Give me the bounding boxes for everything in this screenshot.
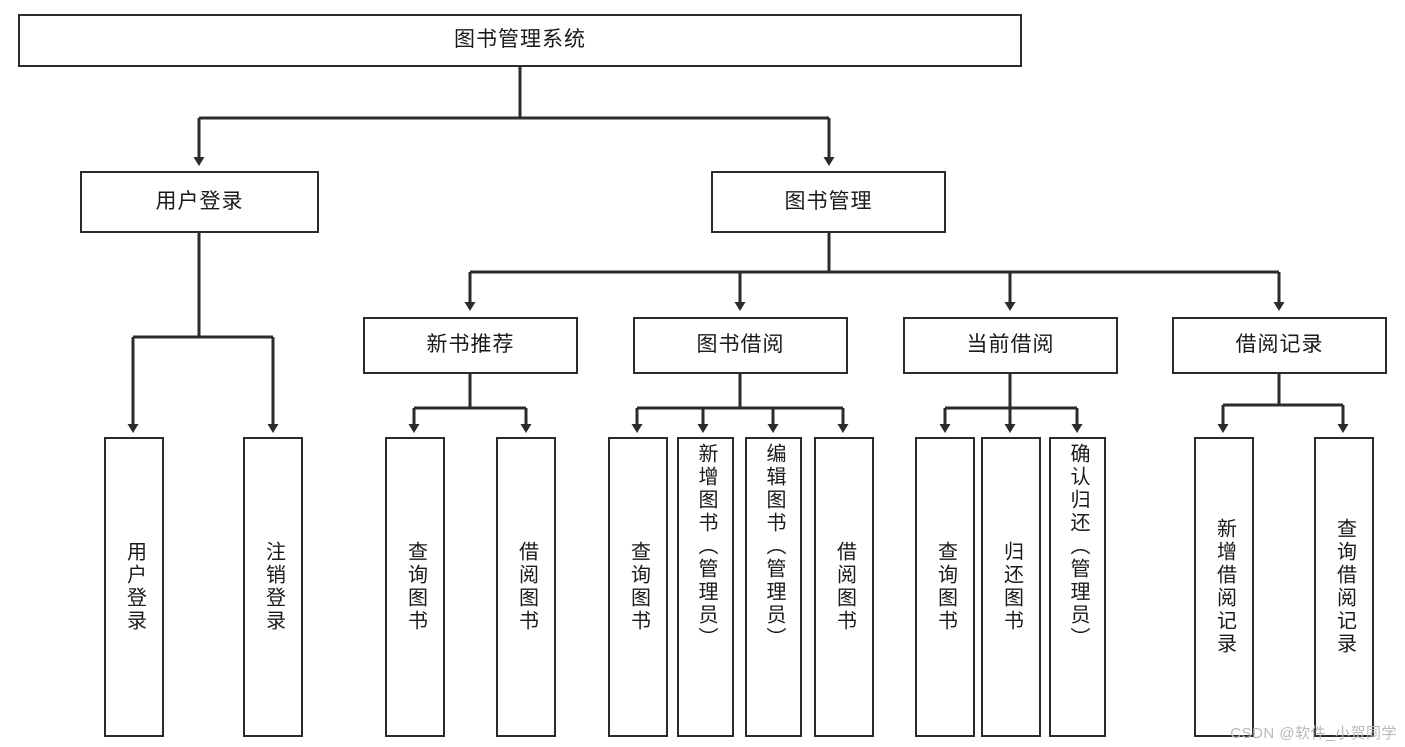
- node-new-book-recommend[interactable]: 新书推荐: [363, 317, 578, 374]
- node-leaf-user-login-label: 用户登录: [123, 541, 146, 633]
- node-leaf-query-book-2[interactable]: 查询图书: [608, 437, 668, 737]
- node-leaf-add-book[interactable]: 新增图书（管理员）: [677, 437, 734, 737]
- node-leaf-user-logout[interactable]: 注销登录: [243, 437, 303, 737]
- node-leaf-query-record-label: 查询借阅记录: [1333, 518, 1356, 656]
- node-leaf-add-record[interactable]: 新增借阅记录: [1194, 437, 1254, 737]
- node-root[interactable]: 图书管理系统: [18, 14, 1022, 67]
- node-leaf-query-book-3-label: 查询图书: [934, 541, 957, 633]
- node-leaf-user-logout-label: 注销登录: [262, 541, 285, 633]
- node-book-manage-label: 图书管理: [784, 189, 873, 213]
- node-root-label: 图书管理系统: [454, 28, 586, 52]
- node-leaf-user-login[interactable]: 用户登录: [104, 437, 164, 737]
- node-leaf-add-book-label: 新增图书（管理员）: [695, 443, 717, 650]
- node-leaf-confirm-return-label: 确认归还（管理员）: [1067, 443, 1089, 650]
- node-current-borrow-label: 当前借阅: [966, 333, 1055, 357]
- node-new-book-recommend-label: 新书推荐: [426, 333, 515, 357]
- node-leaf-confirm-return[interactable]: 确认归还（管理员）: [1049, 437, 1106, 737]
- node-leaf-return-book-label: 归还图书: [1000, 541, 1023, 633]
- node-user-login-label: 用户登录: [155, 189, 244, 213]
- node-leaf-borrow-book-1[interactable]: 借阅图书: [496, 437, 556, 737]
- node-book-borrow[interactable]: 图书借阅: [633, 317, 848, 374]
- node-user-login[interactable]: 用户登录: [80, 171, 319, 233]
- node-leaf-query-book-1[interactable]: 查询图书: [385, 437, 445, 737]
- node-leaf-edit-book-label: 编辑图书（管理员）: [763, 443, 785, 650]
- node-book-borrow-label: 图书借阅: [696, 333, 785, 357]
- node-leaf-query-book-1-label: 查询图书: [404, 541, 427, 633]
- node-leaf-query-book-2-label: 查询图书: [627, 541, 650, 633]
- node-borrow-record[interactable]: 借阅记录: [1172, 317, 1387, 374]
- node-leaf-return-book[interactable]: 归还图书: [981, 437, 1041, 737]
- node-leaf-query-book-3[interactable]: 查询图书: [915, 437, 975, 737]
- node-book-manage[interactable]: 图书管理: [711, 171, 946, 233]
- node-leaf-add-record-label: 新增借阅记录: [1213, 518, 1236, 656]
- node-leaf-borrow-book-1-label: 借阅图书: [515, 541, 538, 633]
- node-leaf-borrow-book-2[interactable]: 借阅图书: [814, 437, 874, 737]
- node-current-borrow[interactable]: 当前借阅: [903, 317, 1118, 374]
- node-leaf-edit-book[interactable]: 编辑图书（管理员）: [745, 437, 802, 737]
- node-leaf-query-record[interactable]: 查询借阅记录: [1314, 437, 1374, 737]
- node-leaf-borrow-book-2-label: 借阅图书: [833, 541, 856, 633]
- node-borrow-record-label: 借阅记录: [1235, 333, 1324, 357]
